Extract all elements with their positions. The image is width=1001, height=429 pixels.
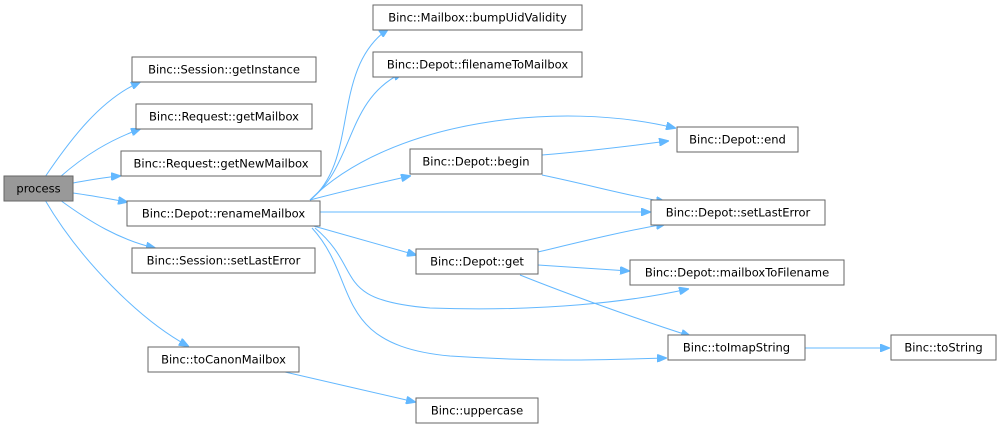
node-label: Binc::toImapString	[683, 341, 790, 355]
node-mailbox-bumpuidvalidity[interactable]: Binc::Mailbox::bumpUidValidity	[372, 4, 583, 31]
node-label: process	[16, 182, 60, 196]
edge-rename-get	[309, 224, 416, 255]
edge-process-getNewMailbox	[72, 176, 120, 184]
node-label: Binc::Depot::mailboxToFilename	[645, 266, 829, 280]
edge-rename-end	[309, 115, 675, 201]
node-label: Binc::Request::getNewMailbox	[133, 157, 308, 171]
node-label: Binc::Depot::begin	[422, 155, 529, 169]
node-depot-mailboxtofilename[interactable]: Binc::Depot::mailboxToFilename	[629, 259, 845, 286]
edge-process-renameMailbox	[72, 192, 127, 202]
edge-get-toImapString	[519, 274, 690, 336]
node-tostring[interactable]: Binc::toString	[890, 334, 997, 361]
node-depot-filenametomailbox[interactable]: Binc::Depot::filenameToMailbox	[372, 51, 583, 78]
edge-toCanon-uppercase	[284, 371, 415, 402]
node-label: Binc::Depot::get	[430, 255, 524, 269]
node-depot-get[interactable]: Binc::Depot::get	[415, 248, 539, 275]
node-session-setlasterror[interactable]: Binc::Session::setLastError	[131, 247, 316, 274]
node-depot-end[interactable]: Binc::Depot::end	[676, 126, 799, 153]
edge-rename-bumpUidValidity	[309, 29, 388, 201]
node-label: Binc::uppercase	[431, 404, 523, 418]
edges	[44, 29, 889, 402]
node-label: Binc::Depot::end	[689, 133, 786, 147]
node-process[interactable]: process	[3, 175, 74, 202]
edge-rename-begin	[309, 176, 410, 201]
node-label: Binc::Depot::filenameToMailbox	[387, 58, 569, 72]
edge-rename-mailboxToFilename	[314, 227, 688, 310]
node-label: Binc::toString	[904, 341, 982, 355]
node-label: Binc::Session::getInstance	[148, 63, 300, 77]
node-uppercase[interactable]: Binc::uppercase	[415, 397, 539, 424]
node-label: Binc::Session::setLastError	[147, 254, 301, 268]
edge-process-toCanonMailbox	[44, 199, 188, 346]
edge-get-depotSetLastError	[537, 224, 665, 253]
node-request-getnewmailbox[interactable]: Binc::Request::getNewMailbox	[120, 150, 322, 177]
node-label: Binc::toCanonMailbox	[161, 353, 286, 367]
node-label: Binc::Mailbox::bumpUidValidity	[388, 11, 567, 25]
edge-get-mailboxToFilename	[537, 264, 629, 271]
node-tocanonmailbox[interactable]: Binc::toCanonMailbox	[147, 346, 300, 373]
edge-process-sessionSetLastError	[59, 199, 155, 248]
nodes: process Binc::Session::getInstance Binc:…	[3, 4, 997, 424]
node-depot-begin[interactable]: Binc::Depot::begin	[409, 148, 543, 175]
node-label: Binc::Depot::setLastError	[666, 206, 811, 220]
node-depot-renamemailbox[interactable]: Binc::Depot::renameMailbox	[126, 200, 321, 227]
edge-process-getMailbox	[59, 129, 140, 178]
node-label: Binc::Depot::renameMailbox	[142, 207, 305, 221]
edge-rename-filenameToMailbox	[309, 73, 402, 201]
edge-begin-end	[541, 141, 668, 156]
node-toimapstring[interactable]: Binc::toImapString	[667, 334, 806, 361]
node-session-getinstance[interactable]: Binc::Session::getInstance	[131, 56, 317, 83]
edge-rename-toImapString	[311, 227, 666, 360]
node-label: Binc::Request::getMailbox	[149, 110, 299, 124]
edge-begin-depotSetLastError	[541, 174, 665, 202]
edge-process-getInstance	[44, 82, 140, 178]
node-depot-setlasterror[interactable]: Binc::Depot::setLastError	[650, 199, 826, 226]
node-request-getmailbox[interactable]: Binc::Request::getMailbox	[135, 103, 313, 130]
